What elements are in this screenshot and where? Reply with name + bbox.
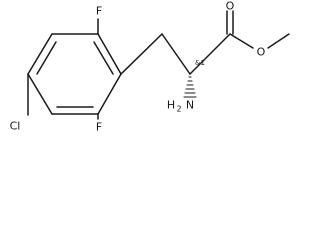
bond-o-methyl <box>267 33 290 49</box>
chlorine-label: Cl <box>10 120 21 133</box>
hashed-wedge-bond <box>183 76 197 98</box>
ring-double-bond-a <box>93 41 114 75</box>
ring-bond-6 <box>97 73 122 115</box>
chemical-structure: F F Cl O O N H 2 &1 <box>10 0 290 134</box>
fluorine-bottom-label: F <box>96 121 102 134</box>
ring-double-bond-b <box>36 41 57 75</box>
bond-ring-ch2 <box>120 33 163 75</box>
benzene-ring <box>27 33 122 115</box>
ring-bond-3 <box>27 33 53 75</box>
amine-n-label: N <box>186 99 194 112</box>
bond-ch2-alpha <box>161 33 191 75</box>
amine-h-count: 2 <box>176 105 181 114</box>
bond-carbonyl-o-ester <box>229 33 254 49</box>
ring-bond-1 <box>97 33 122 75</box>
bond-alpha-carbonyl <box>189 33 231 75</box>
carbonyl-oxygen-label: O <box>226 0 235 13</box>
ester-oxygen-label: O <box>257 46 266 59</box>
ring-bond-4 <box>27 73 53 115</box>
fluorine-top-label: F <box>96 5 102 18</box>
stereo-label: &1 <box>195 59 205 67</box>
amine-h-label: H <box>167 99 175 112</box>
